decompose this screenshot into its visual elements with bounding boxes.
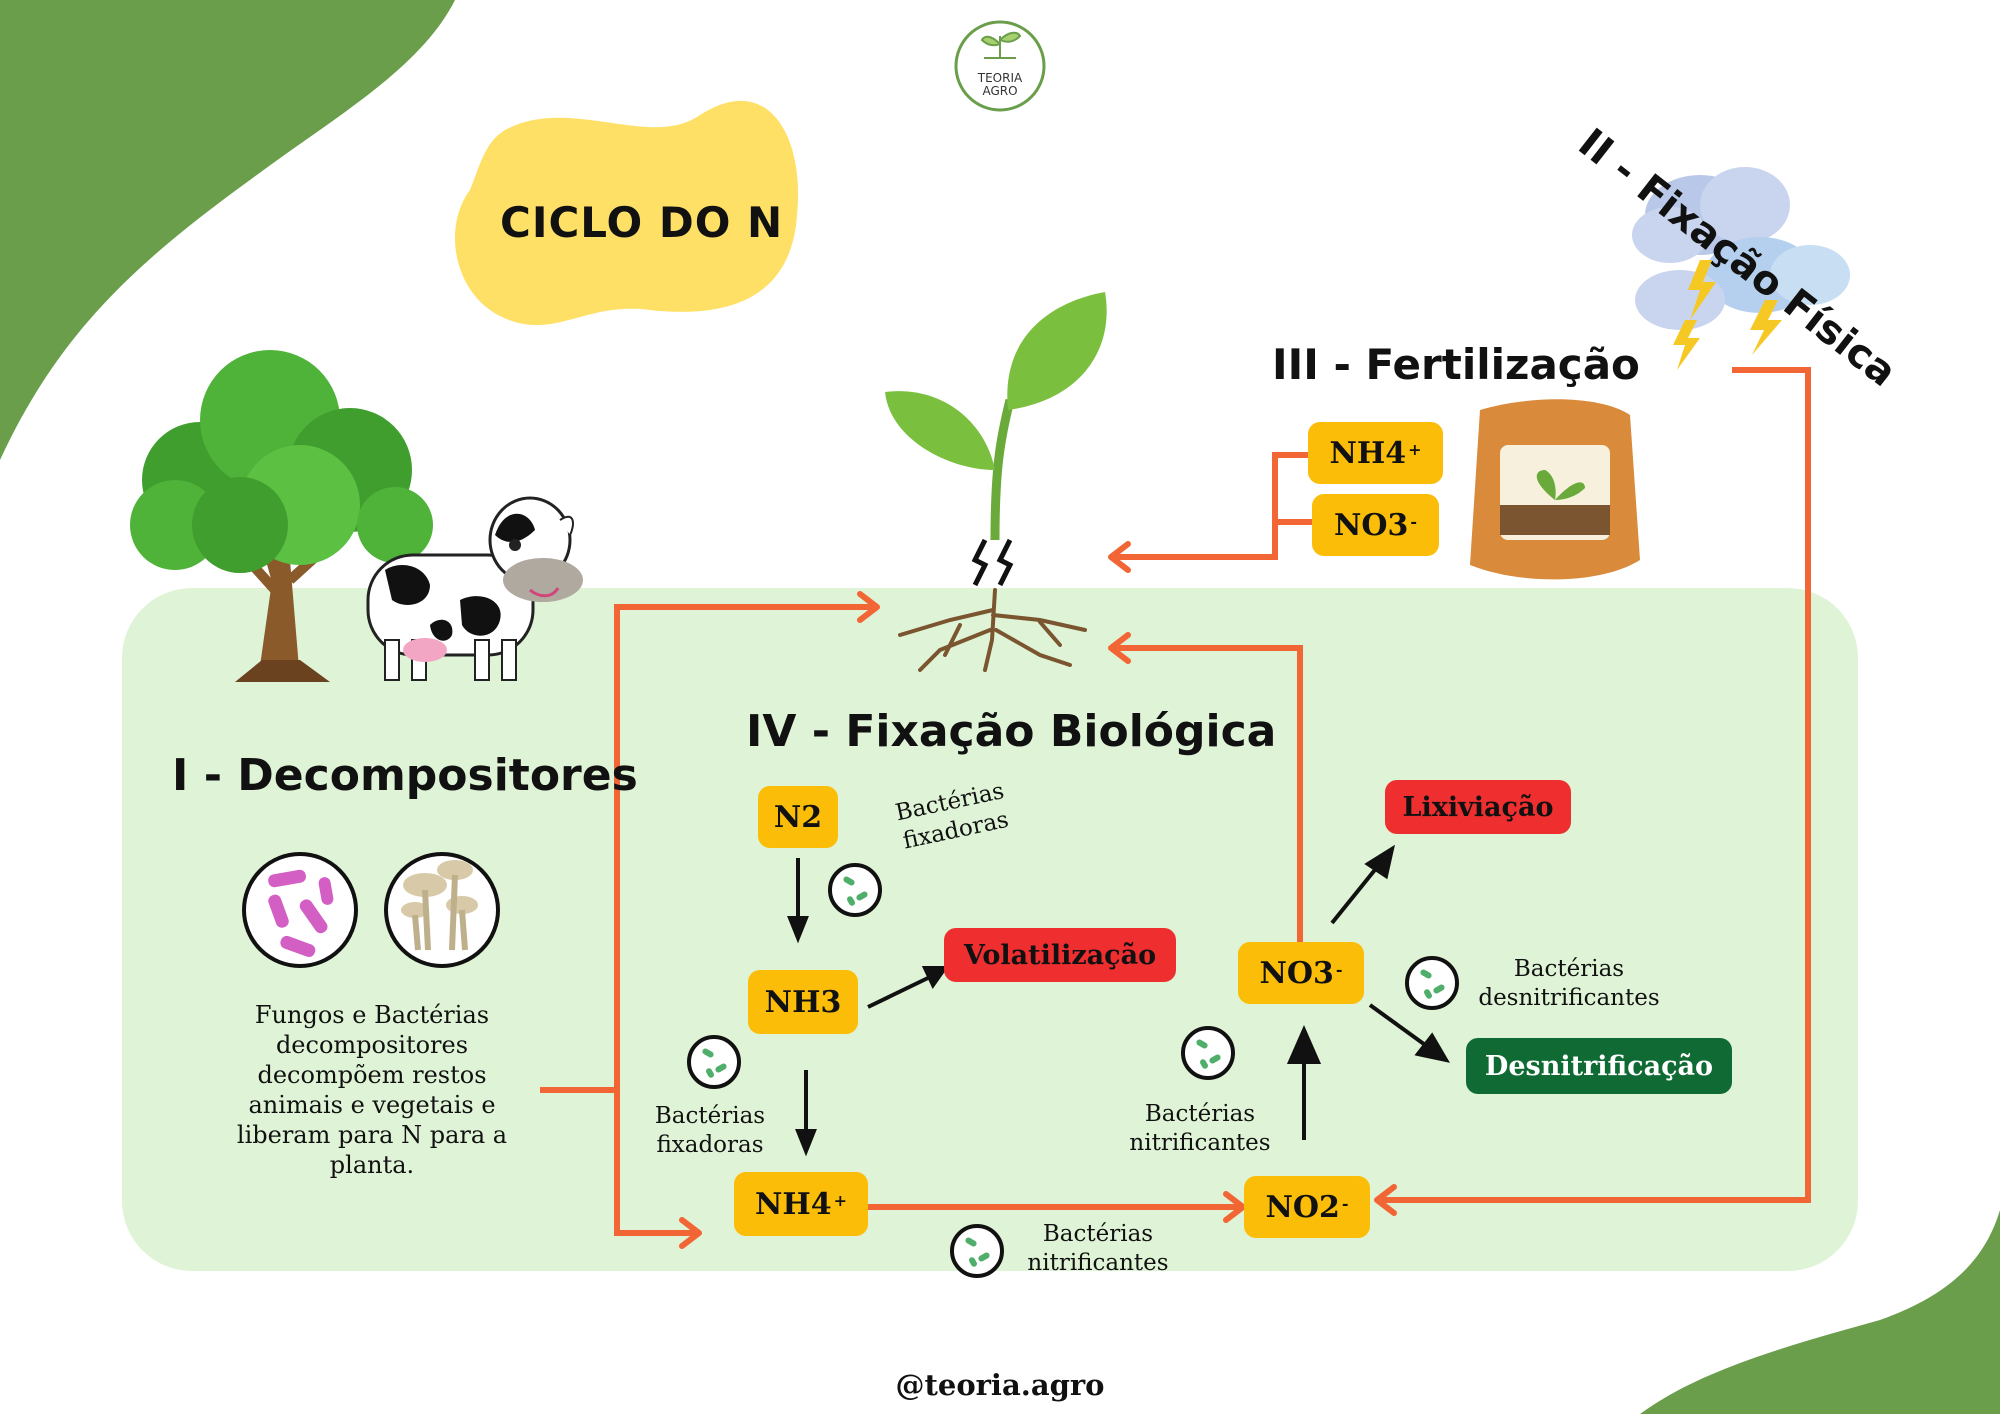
chip-n2: N2 — [758, 786, 838, 848]
logo — [954, 20, 1046, 112]
chip-desnitrificacao: Desnitrificação — [1466, 1038, 1732, 1094]
arrowhead-no2-right — [1374, 1184, 1397, 1216]
chip-lixiviacao: Lixiviação — [1385, 780, 1571, 834]
top-left-green-wave — [0, 0, 455, 460]
label-bacterias-fixadoras-left: Bactérias fixadoras — [640, 1102, 780, 1160]
label-line: fixadoras — [656, 1132, 764, 1158]
decompositores-description: Fungos e Bactérias decompositores decomp… — [212, 1000, 532, 1180]
section-decompositores: I - Decompositores — [172, 750, 638, 801]
chip-text: NO3 — [1333, 507, 1409, 543]
microbe-icons — [687, 863, 1459, 1278]
description-line: Fungos e Bactérias — [254, 1001, 490, 1029]
description-line: animais e vegetais e — [248, 1091, 496, 1119]
fungi-circle-icon — [384, 852, 500, 968]
chip-no3: NO3- — [1238, 942, 1364, 1004]
page-title: CICLO DO N — [500, 198, 784, 247]
nh3-to-volat-line — [867, 975, 931, 1009]
label-line: Bactérias — [1144, 1101, 1256, 1127]
arrowhead-nh4 — [679, 1217, 702, 1249]
description-line: decompositores — [275, 1031, 469, 1059]
description-line: planta. — [329, 1151, 415, 1179]
chip-charge: - — [1335, 959, 1343, 979]
chip-fert-nh4: NH4+ — [1308, 422, 1443, 484]
n2-to-nh3-head — [787, 916, 809, 944]
label-bacterias-nitrificantes-bottom: Bactérias nitrificantes — [1008, 1220, 1188, 1278]
arrowhead-plant-3 — [1108, 632, 1131, 664]
label-line: desnitrificantes — [1478, 985, 1660, 1011]
fertilizer-connector — [1115, 452, 1312, 560]
arrowheads — [679, 541, 1397, 1249]
label-line: Bactérias — [1513, 956, 1625, 982]
description-line: liberam para N para a — [236, 1121, 508, 1149]
tree-icon — [130, 350, 433, 682]
label-line: Bactérias — [654, 1103, 766, 1129]
no3-to-lixiv-head — [1364, 844, 1395, 880]
footer-handle: @teoria.agro — [895, 1368, 1105, 1402]
logo-line-2: AGRO — [982, 84, 1018, 98]
bacteria-circle-icon — [242, 852, 358, 968]
flow-arrows — [540, 367, 1811, 1236]
microbe-fixadoras-left-icon — [687, 1035, 741, 1089]
section-fertilizacao: III - Fertilização — [1272, 340, 1640, 389]
chip-charge: + — [1408, 439, 1422, 459]
chip-nh4: NH4+ — [734, 1172, 868, 1236]
chip-text: NO3 — [1259, 955, 1334, 991]
decomp-connector — [540, 604, 872, 1093]
logo-text: TEORIA AGRO — [960, 72, 1040, 98]
arrowhead-no2-left — [1223, 1191, 1246, 1223]
label-bacterias-nitrificantes-mid: Bactérias nitrificantes — [1110, 1100, 1290, 1158]
logo-sprout-icon — [980, 31, 1022, 58]
no3-to-desnit-line — [1368, 1003, 1430, 1049]
chip-charge: - — [1410, 511, 1418, 531]
label-bacterias-desnitrificantes: Bactérias desnitrificantes — [1462, 955, 1676, 1013]
arrowhead-plant-2 — [1108, 541, 1131, 573]
chip-text: NH4 — [1329, 435, 1407, 471]
logo-line-1: TEORIA — [977, 71, 1023, 85]
storm-cloud-icon — [1632, 167, 1850, 370]
fertilizer-bag-icon — [1470, 399, 1640, 580]
chip-fert-no3: NO3- — [1312, 494, 1439, 556]
section-fixacao-biologica: IV - Fixação Biológica — [746, 706, 1277, 757]
label-line: nitrificantes — [1027, 1250, 1169, 1276]
no3-to-desnit-head — [1414, 1032, 1451, 1063]
no3-to-lixiv-line — [1330, 864, 1380, 925]
microbe-nitrificantes-mid-icon — [1181, 1026, 1235, 1080]
chip-text: NH4 — [754, 1186, 832, 1222]
label-line: Bactérias — [1042, 1221, 1154, 1247]
physical-fixation-line — [1380, 367, 1811, 1203]
chip-charge: - — [1341, 1193, 1349, 1213]
plant-sprout-icon — [885, 292, 1107, 587]
label-line: nitrificantes — [1129, 1130, 1271, 1156]
microbe-nitrificantes-bottom-icon — [950, 1224, 1004, 1278]
chip-charge: + — [833, 1190, 848, 1210]
roots-icon — [898, 588, 1087, 672]
decomp-to-nh4 — [614, 1090, 695, 1236]
nh3-to-volat-head — [921, 966, 949, 989]
chip-no2: NO2- — [1244, 1176, 1370, 1238]
chip-text: NO2 — [1265, 1189, 1340, 1225]
title-blob — [455, 100, 799, 326]
microbe-fixadoras-top-icon — [828, 863, 882, 917]
chip-nh3: NH3 — [748, 970, 858, 1034]
process-arrows — [787, 844, 1451, 1157]
chip-volatilizacao: Volatilização — [944, 928, 1176, 982]
cow-icon — [366, 496, 583, 681]
microbe-desnitrificantes-icon — [1405, 956, 1459, 1010]
description-line: decompõem restos — [257, 1061, 487, 1089]
no2-to-no3-head — [1286, 1025, 1322, 1064]
nh3-to-nh4-head — [795, 1129, 817, 1157]
no3-to-plant — [1115, 645, 1303, 942]
arrowhead-plant-1 — [857, 591, 880, 623]
bottom-right-green-wave — [1640, 1210, 2000, 1414]
